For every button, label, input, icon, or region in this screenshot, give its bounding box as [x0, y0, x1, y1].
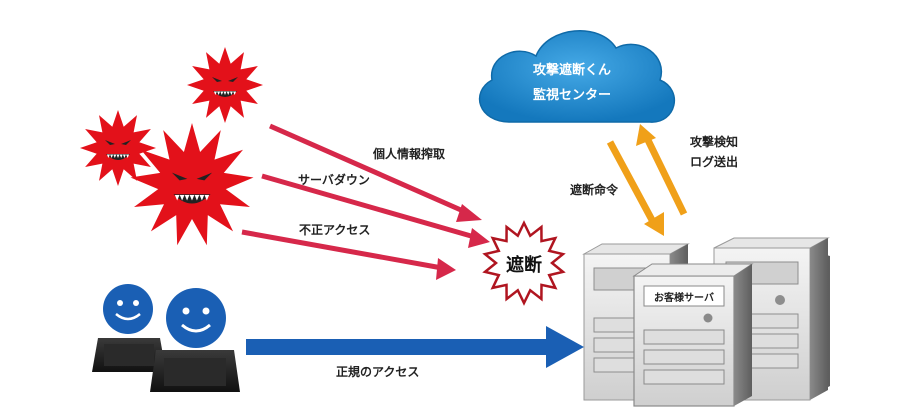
attacker-monster-left-body: [80, 110, 156, 186]
customer-servers: お客様サーバ: [582, 237, 830, 407]
attacker-monster-large-eye: [196, 172, 213, 181]
attack-arrowhead-server-down: [468, 228, 490, 248]
legit-access-label: 正規のアクセス: [336, 364, 419, 379]
cloud-title-line2: 監視センター: [533, 87, 611, 103]
block-command-arrowhead: [644, 212, 664, 236]
attack-label-theft: 個人情報搾取: [372, 146, 445, 161]
legit-access-arrow: [246, 326, 584, 368]
server-front: お客様サーバ: [632, 263, 754, 407]
attacker-monster-left-teeth: [106, 154, 130, 158]
block-command-label: 遮断命令: [570, 182, 619, 197]
attacker-monsters: [80, 47, 263, 246]
attack-arrowhead-unauthorized: [436, 258, 456, 280]
attacker-monster-left-eye: [105, 140, 115, 145]
attack-label-unauthorized: 不正アクセス: [299, 223, 370, 237]
legitimate-users: [92, 284, 240, 392]
attacker-monster-left: [80, 110, 156, 186]
attacker-monster-large: [130, 123, 254, 246]
detection-label-line2: ログ送出: [690, 154, 738, 169]
detection-arrowhead: [636, 124, 656, 146]
user-back: [92, 284, 166, 372]
attacker-monster-large-body: [130, 123, 254, 246]
attacker-monster-top-eye: [228, 77, 238, 82]
attack-label-server-down: サーバダウン: [298, 172, 370, 187]
block-label: 遮断: [506, 254, 542, 276]
attacker-monster-top-body: [187, 47, 263, 123]
attacker-monster-top-eye: [212, 77, 222, 82]
attack-arrows: [241, 123, 490, 280]
server-nameplate: [643, 285, 725, 307]
attacker-monster-large-teeth: [174, 195, 210, 201]
exchange-arrows: [606, 124, 688, 236]
server-label: お客様サーバ: [654, 291, 714, 304]
attacker-monster-left-eye: [121, 140, 131, 145]
burst-shape: [482, 220, 566, 306]
user-front: [150, 288, 240, 392]
block-burst: 遮断: [482, 220, 566, 306]
attack-arrowhead-theft: [456, 204, 482, 222]
monitoring-center-cloud: 攻撃遮断くん 監視センター: [478, 30, 676, 123]
attacker-monster-top-teeth: [213, 91, 237, 95]
legit-arrowhead: [546, 326, 584, 368]
attacker-monster-top: [187, 47, 263, 123]
attacker-monster-large-eye: [171, 172, 188, 181]
cloud-title-line1: 攻撃遮断くん: [533, 62, 611, 78]
detection-label-line1: 攻撃検知: [690, 134, 738, 149]
